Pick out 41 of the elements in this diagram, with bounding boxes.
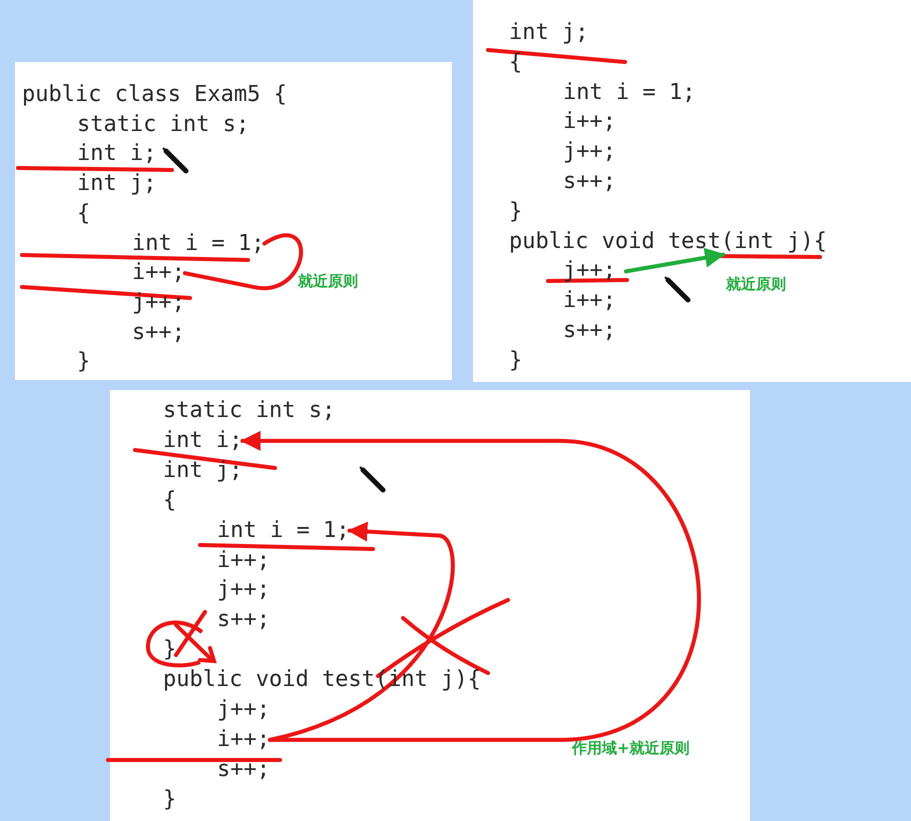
annotation-text: 就近原则: [298, 271, 358, 291]
code-line: s++;: [132, 320, 185, 346]
code-line: s++;: [563, 318, 616, 344]
code-line: static int s;: [163, 398, 336, 424]
code-line: int i;: [77, 141, 156, 168]
code-line: public class Exam5 {: [22, 82, 287, 108]
annotation-text: 作用域+就近原则: [572, 738, 690, 758]
code-line: }: [163, 637, 176, 664]
code-line: {: [509, 50, 522, 76]
code-line: int i;: [163, 428, 242, 454]
code-line: j++;: [132, 290, 185, 316]
code-line: i++;: [132, 260, 185, 286]
code-line: s++;: [217, 607, 270, 634]
code-line: s++;: [563, 169, 616, 195]
code-line: int i = 1;: [217, 518, 350, 544]
code-line: j++;: [563, 139, 616, 166]
code-line: j++;: [217, 577, 270, 604]
code-line: i++;: [217, 548, 270, 574]
code-line: }: [77, 349, 90, 376]
arrow: [624, 248, 725, 274]
annotation-text: 就近原则: [726, 274, 786, 294]
code-line: {: [77, 200, 90, 227]
code-line: int j;: [509, 20, 588, 46]
code-line: i++;: [563, 109, 616, 136]
code-line: int j;: [77, 171, 156, 198]
code-line: int i = 1;: [132, 230, 264, 256]
arrow: [240, 430, 701, 742]
code-line: {: [163, 488, 176, 514]
code-line: }: [509, 198, 522, 225]
code-line: j++;: [217, 697, 270, 723]
code-line: public void test(int j){: [509, 228, 827, 255]
code-line: j++;: [563, 258, 616, 284]
code-line: }: [163, 786, 176, 813]
code-line: static int s;: [77, 112, 250, 138]
code-line: s++;: [217, 756, 270, 783]
code-line: }: [509, 348, 522, 374]
code-line: int i = 1;: [563, 80, 696, 106]
code-line: i++;: [217, 726, 270, 753]
code-line: i++;: [563, 288, 616, 314]
code-line: int j;: [163, 458, 242, 484]
arrow: [268, 522, 455, 742]
